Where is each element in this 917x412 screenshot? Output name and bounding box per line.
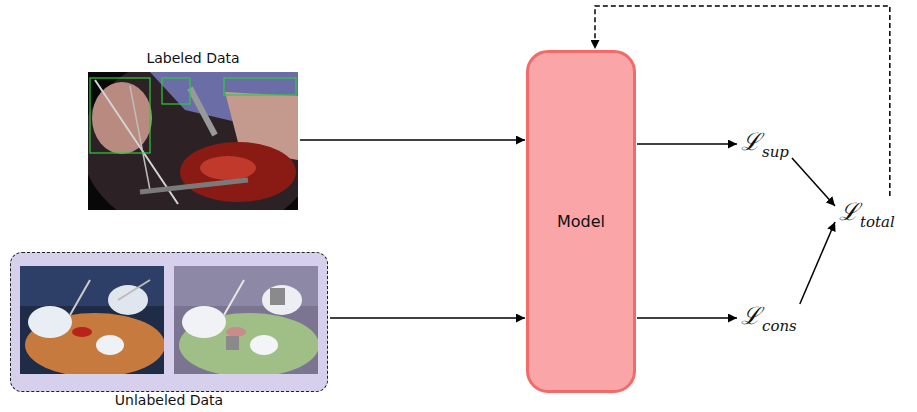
loss-symbol: ℒ [741,128,761,156]
flow-arrow [800,222,835,304]
loss-subscript: total [860,213,895,231]
loss-symbol: ℒ [741,302,761,330]
loss-term: ℒcons [738,300,802,336]
flow-arrow [300,139,525,141]
labeled-image [88,72,298,210]
flow-arrow [637,143,737,145]
flow-arrow [637,317,737,319]
model-box: Model [526,50,636,393]
loss-term: ℒtotal [836,196,900,232]
loss-symbol: ℒ [839,198,859,226]
loss-term: ℒsup [738,126,794,162]
loss-subscript: sup [762,143,789,161]
loss-subscript: cons [762,317,797,335]
group-ground [10,252,328,392]
model-label: Model [557,212,605,231]
flow-arrow [792,158,835,206]
flow-arrow [330,317,525,319]
image-node: Labeled Data [88,50,298,212]
data-label: Labeled Data [88,50,298,67]
unlabeled-image [20,266,164,374]
augmented-image [174,266,318,374]
data-label: Unlabeled Data [11,392,327,409]
feedback-arrow [595,6,890,196]
data-group: Unlabeled Data [10,252,328,392]
